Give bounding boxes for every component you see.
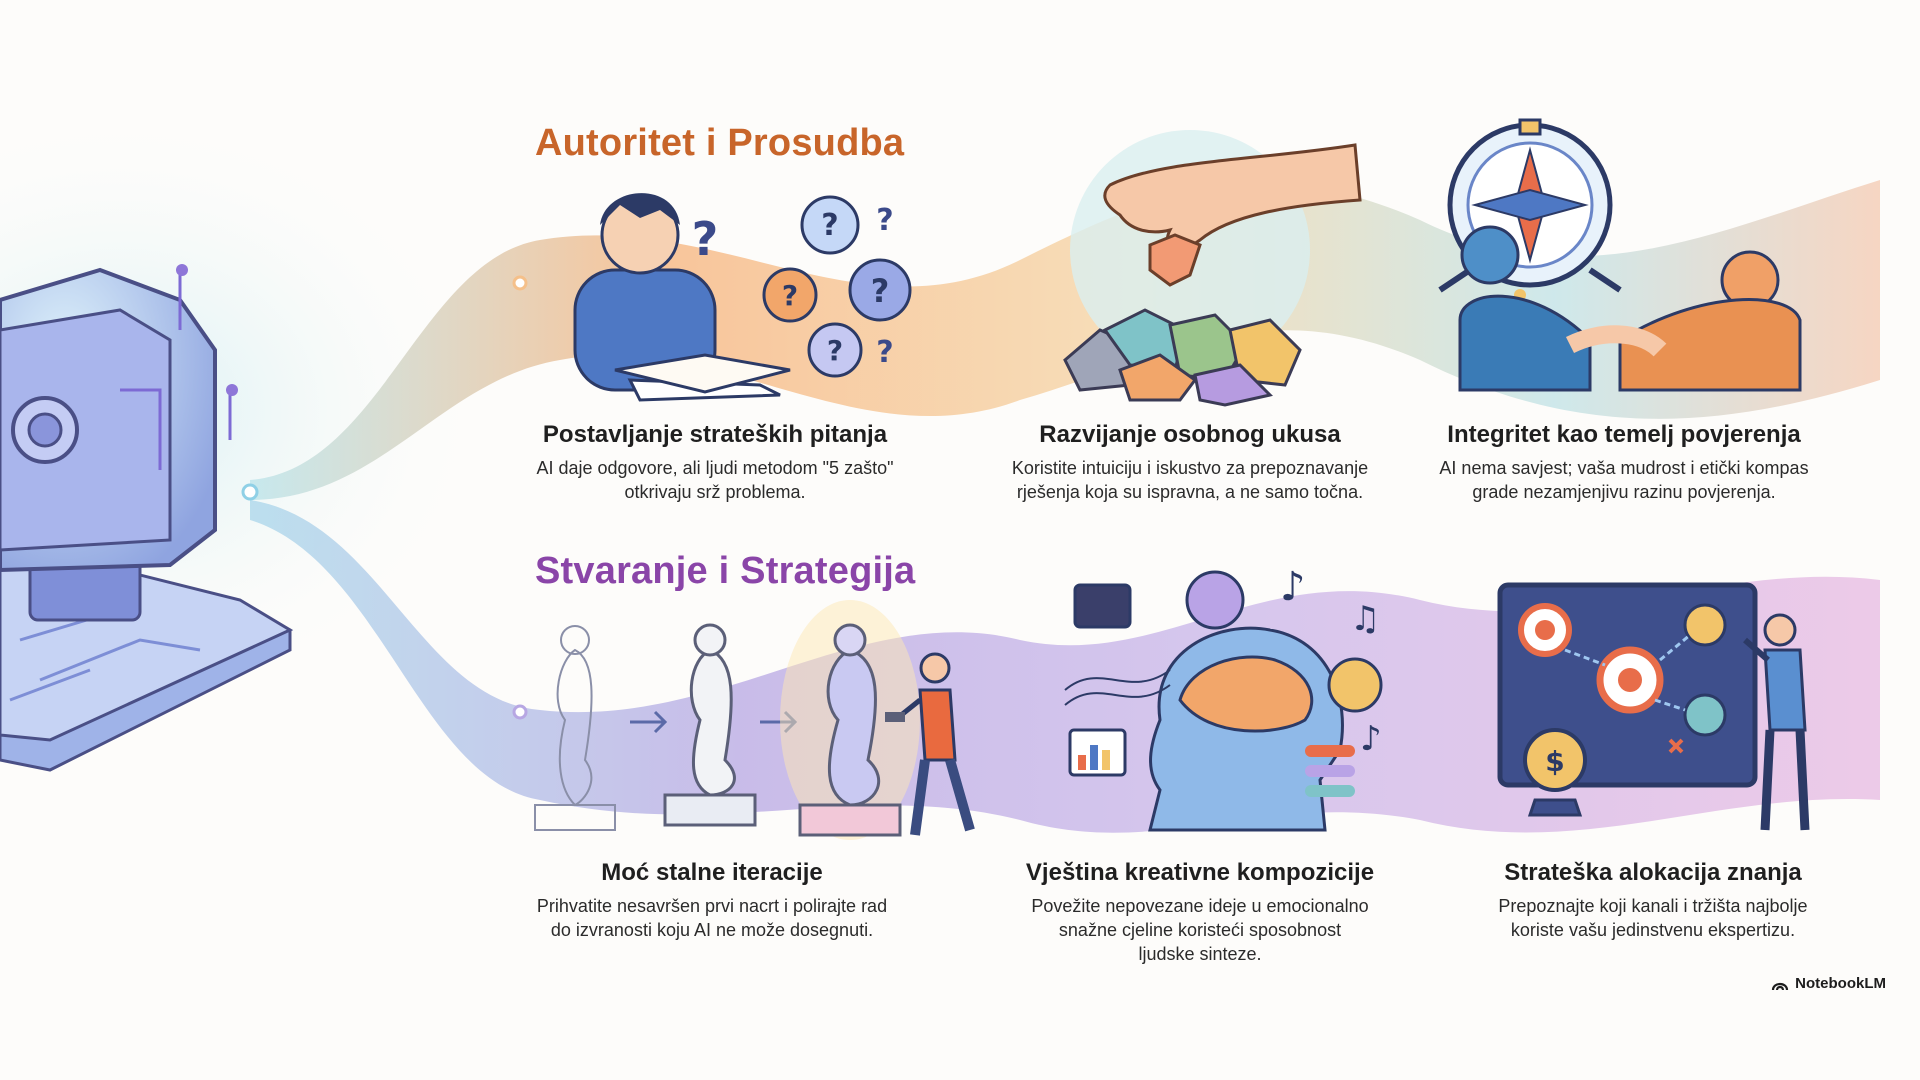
creative-mind-illustration: ♪ ♫ ♪ bbox=[1064, 564, 1383, 832]
card-title-personal-taste: Razvijanje osobnog ukusa bbox=[1039, 421, 1341, 448]
brand-label: NotebookLM bbox=[1795, 975, 1886, 992]
card-desc-personal-taste: Koristite intuiciju i iskustvo za prepoz… bbox=[970, 456, 1410, 504]
strategy-board-illustration: $ bbox=[1497, 582, 1810, 831]
card-desc-line: ljudske sinteze. bbox=[1138, 944, 1262, 964]
card-desc-line: grade nezamjenjivu razinu povjerenja. bbox=[1472, 482, 1776, 502]
card-desc-line: otkrivaju srž problema. bbox=[624, 482, 806, 502]
card-desc-line: AI daje odgovore, ali ljudi metodom "5 z… bbox=[536, 458, 894, 478]
svg-text:?: ? bbox=[827, 334, 843, 367]
card-title-knowledge-allocation: Strateška alokacija znanja bbox=[1504, 859, 1802, 886]
notebooklm-logo-icon bbox=[1772, 982, 1789, 990]
svg-text:♪: ♪ bbox=[1360, 719, 1382, 759]
section-title-authority: Autoritet i Prosudba bbox=[535, 122, 905, 164]
svg-text:?: ? bbox=[871, 272, 890, 310]
card-desc-line: rješenja koja su ispravna, a ne samo toč… bbox=[1016, 482, 1364, 502]
svg-text:?: ? bbox=[692, 212, 719, 266]
card-desc-line: Povežite nepovezane ideje u emocionalno bbox=[1031, 896, 1369, 916]
card-desc-line: koriste vašu jedinstvenu ekspertizu. bbox=[1510, 920, 1796, 940]
svg-text:$: $ bbox=[1545, 745, 1564, 778]
compass-handshake-illustration bbox=[1438, 118, 1802, 392]
gem-selection-illustration bbox=[1063, 130, 1362, 407]
svg-text:?: ? bbox=[782, 279, 798, 312]
svg-text:♪: ♪ bbox=[1280, 564, 1306, 610]
card-title-strategic-questions: Postavljanje strateških pitanja bbox=[542, 421, 888, 448]
card-desc-line: do izvranosti koju AI ne može dosegnuti. bbox=[550, 920, 874, 940]
notebooklm-brand: NotebookLM bbox=[1771, 975, 1886, 992]
svg-text:?: ? bbox=[821, 208, 838, 243]
section-title-creation: Stvaranje i Strategija bbox=[535, 550, 916, 592]
card-desc-line: Koristite intuiciju i iskustvo za prepoz… bbox=[1011, 458, 1369, 478]
card-title-integrity: Integritet kao temelj povjerenja bbox=[1447, 421, 1801, 448]
questioning-person-illustration: ? ? ? ? ? ? ? bbox=[573, 193, 912, 402]
svg-text:?: ? bbox=[876, 203, 893, 238]
card-desc-line: snažne cjeline koristeći sposobnost bbox=[1058, 920, 1342, 940]
card-title-iteration: Moć stalne iteracije bbox=[601, 859, 823, 886]
card-desc-knowledge-allocation: Prepoznajte koji kanali i tržišta najbol… bbox=[1433, 894, 1873, 942]
card-desc-line: AI nema savjest; vaša mudrost i etički k… bbox=[1439, 458, 1809, 478]
card-title-creative-composition: Vještina kreativne kompozicije bbox=[1025, 859, 1375, 886]
card-desc-creative-composition: Povežite nepovezane ideje u emocionalno … bbox=[980, 894, 1420, 966]
card-desc-iteration: Prihvatite nesavršen prvi nacrt i polira… bbox=[492, 894, 932, 942]
card-desc-strategic-questions: AI daje odgovore, ali ljudi metodom "5 z… bbox=[495, 456, 935, 504]
card-desc-line: Prihvatite nesavršen prvi nacrt i polira… bbox=[536, 896, 888, 916]
svg-text:?: ? bbox=[876, 335, 893, 370]
ai-chip-illustration bbox=[0, 264, 294, 772]
svg-text:♫: ♫ bbox=[1350, 599, 1380, 639]
card-desc-line: Prepoznajte koji kanali i tržišta najbol… bbox=[1498, 896, 1808, 916]
statue-iteration-illustration bbox=[534, 600, 975, 840]
card-desc-integrity: AI nema savjest; vaša mudrost i etički k… bbox=[1404, 456, 1844, 504]
